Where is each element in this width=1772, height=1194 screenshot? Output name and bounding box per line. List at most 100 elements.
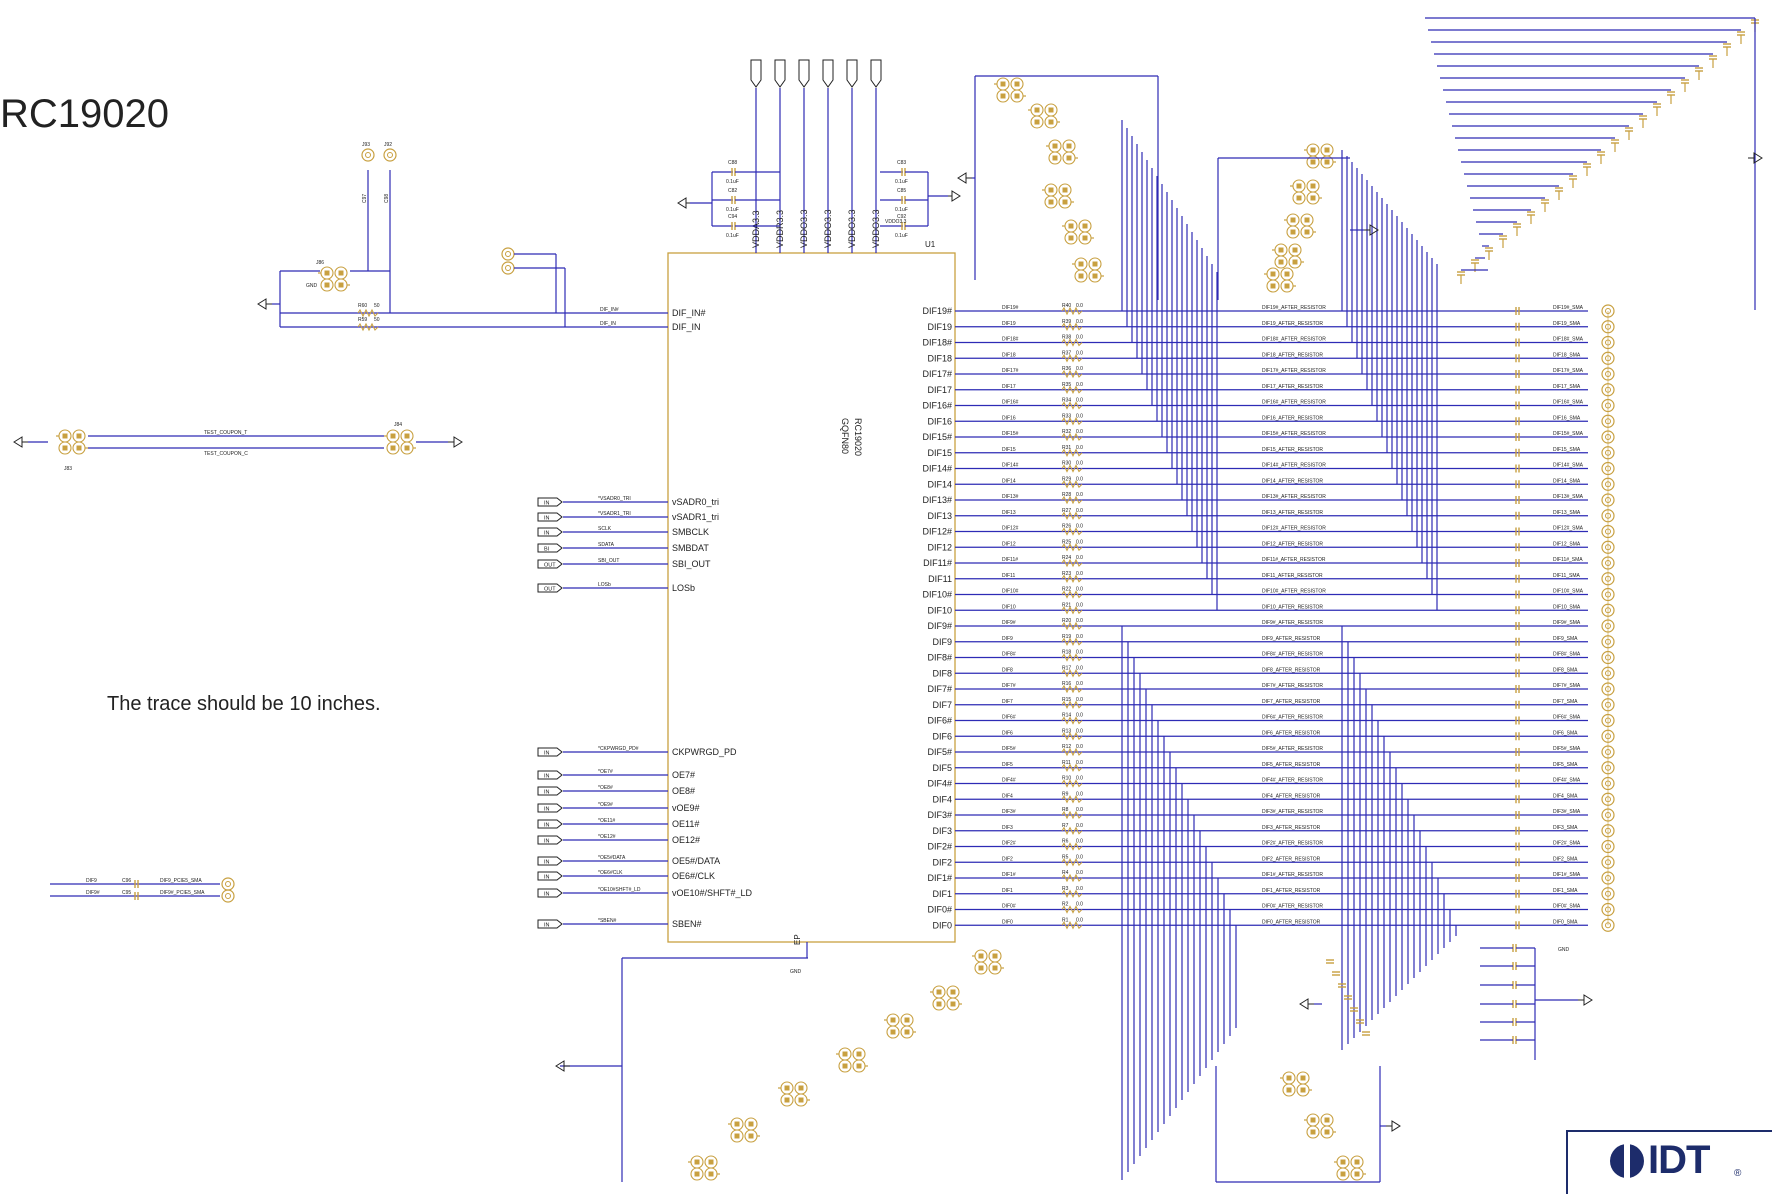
chip-refdes: U1 [925, 240, 936, 249]
sma-net-label: DIF8_SMA [1553, 667, 1578, 673]
after-resistor-label: DIF9_AFTER_RESISTOR [1262, 636, 1321, 642]
chip-part-number: RC19020 [853, 418, 863, 456]
upper-header-connector [1048, 119, 1054, 125]
after-resistor-label: DIF4_AFTER_RESISTOR [1262, 793, 1321, 799]
resistor-value: 0.0 [1076, 823, 1083, 829]
capacitor-refdes: C96 [122, 878, 131, 884]
control-pin-label: vOE10#/SHFT#_LD [672, 888, 753, 898]
connector-refdes: J83 [64, 466, 72, 472]
port-label: OUT [544, 562, 556, 568]
output-resistor [1061, 700, 1083, 709]
test-coupon-connector [390, 433, 396, 439]
upper-header-connector [1290, 229, 1296, 235]
output-net-label: DIF8# [1002, 652, 1016, 658]
resistor-refdes: R36 [1062, 366, 1071, 372]
resistor-value: 0.0 [1076, 650, 1083, 656]
lower-header-connector [748, 1133, 754, 1139]
after-resistor-label: DIF18_AFTER_RESISTOR [1262, 352, 1323, 358]
output-pin-label: DIF0# [927, 905, 952, 915]
resistor-refdes: R11 [1062, 760, 1071, 766]
upper-header-connector [1290, 217, 1296, 223]
resistor-refdes: R21 [1062, 602, 1071, 608]
lower-header-connector [798, 1097, 804, 1103]
control-net-label: *SBEN# [598, 918, 617, 924]
resistor-value: 0.0 [1076, 350, 1083, 356]
after-resistor-label: DIF1_AFTER_RESISTOR [1262, 888, 1321, 894]
after-resistor-label: DIF15#_AFTER_RESISTOR [1262, 431, 1326, 437]
sma-net-label: DIF3_SMA [1553, 825, 1578, 831]
control-pin-label: SBEN# [672, 919, 702, 929]
lower-header-connector [950, 989, 956, 995]
sma-net-label: DIF5_SMA [1553, 762, 1578, 768]
resistor-value: 0.0 [1076, 429, 1083, 435]
decap-refdes: C82 [728, 188, 737, 194]
output-pin-label: DIF3 [932, 826, 952, 836]
upper-header-connector [1066, 143, 1072, 149]
resistor-value: 0.0 [1076, 571, 1083, 577]
output-pin-label: DIF16 [927, 416, 952, 426]
power-port-symbol [750, 59, 762, 88]
output-pin-label: DIF5 [932, 763, 952, 773]
output-pin-label: DIF12 [927, 542, 952, 552]
after-resistor-label: DIF10#_AFTER_RESISTOR [1262, 589, 1326, 595]
after-resistor-label: DIF11#_AFTER_RESISTOR [1262, 557, 1326, 563]
company-logo: IDT ® [1566, 1130, 1772, 1194]
resistor-refdes: R19 [1062, 634, 1071, 640]
after-resistor-label: DIF5#_AFTER_RESISTOR [1262, 746, 1323, 752]
output-pin-label: DIF2 [932, 857, 952, 867]
sma-net-label: DIF16_SMA [1553, 415, 1581, 421]
sma-net-label: DIF17#_SMA [1553, 368, 1584, 374]
after-resistor-label: DIF11_AFTER_RESISTOR [1262, 573, 1323, 579]
lower-header-connector [992, 953, 998, 959]
output-resistor [1061, 747, 1083, 757]
ground-symbol [257, 298, 272, 310]
resistor-refdes: R22 [1062, 587, 1071, 593]
pcie-net-label: DIF9# [86, 890, 100, 896]
output-resistor [1061, 527, 1083, 536]
resistor-refdes: R15 [1062, 697, 1071, 703]
resistor-refdes: R2 [1062, 902, 1069, 908]
output-resistor [1061, 637, 1083, 646]
output-resistor [1061, 732, 1083, 741]
control-pin-label: LOSb [672, 583, 695, 593]
resistor-refdes: R60 [358, 303, 367, 309]
power-port-symbol [870, 59, 882, 88]
decap-refdes: C88 [728, 160, 737, 166]
resistor-value: 0.0 [1076, 366, 1083, 372]
port-label: IN [544, 838, 550, 844]
connector-refdes: J84 [394, 422, 402, 428]
output-net-label: DIF14# [1002, 463, 1019, 469]
resistor-refdes: R4 [1062, 870, 1069, 876]
power-port-symbol [798, 59, 810, 88]
upper-header-connector [1048, 151, 1062, 165]
control-net-label: *VSADR0_TRI [598, 496, 631, 502]
sma-net-label: DIF12_SMA [1553, 541, 1581, 547]
output-net-label: DIF6# [1002, 715, 1016, 721]
sma-net-label: DIF17_SMA [1553, 384, 1581, 390]
lower-header-connector [1286, 1075, 1292, 1081]
resistor-refdes: R10 [1062, 776, 1071, 782]
input-header-connector [338, 282, 344, 288]
ground-symbol [957, 172, 972, 184]
test-coupon-net: TEST_COUPON_T [204, 430, 247, 436]
after-resistor-label: DIF15_AFTER_RESISTOR [1262, 447, 1323, 453]
upper-header-connector [1092, 273, 1098, 279]
upper-header-connector [1310, 147, 1316, 153]
resistor-refdes: R23 [1062, 571, 1071, 577]
upper-header-connector [1270, 271, 1276, 277]
upper-header-connector [1048, 199, 1054, 205]
input-sma-connector [505, 265, 511, 271]
control-pin-label: SMBCLK [672, 527, 709, 537]
decap-refdes: C92 [897, 214, 906, 220]
resistor-value: 0.0 [1076, 508, 1083, 514]
sma-net-label: DIF1#_SMA [1553, 872, 1581, 878]
control-net-label: *VSADR1_TRI [598, 511, 631, 517]
after-resistor-label: DIF16#_AFTER_RESISTOR [1262, 400, 1326, 406]
upper-header-connector [1044, 195, 1058, 209]
upper-header-connector [1052, 155, 1058, 161]
resistor-refdes: R9 [1062, 791, 1069, 797]
output-pin-label: DIF1 [932, 889, 952, 899]
resistor-refdes: R37 [1062, 350, 1071, 356]
sma-net-label: DIF2#_SMA [1553, 841, 1581, 847]
output-net-label: DIF10 [1002, 604, 1016, 610]
